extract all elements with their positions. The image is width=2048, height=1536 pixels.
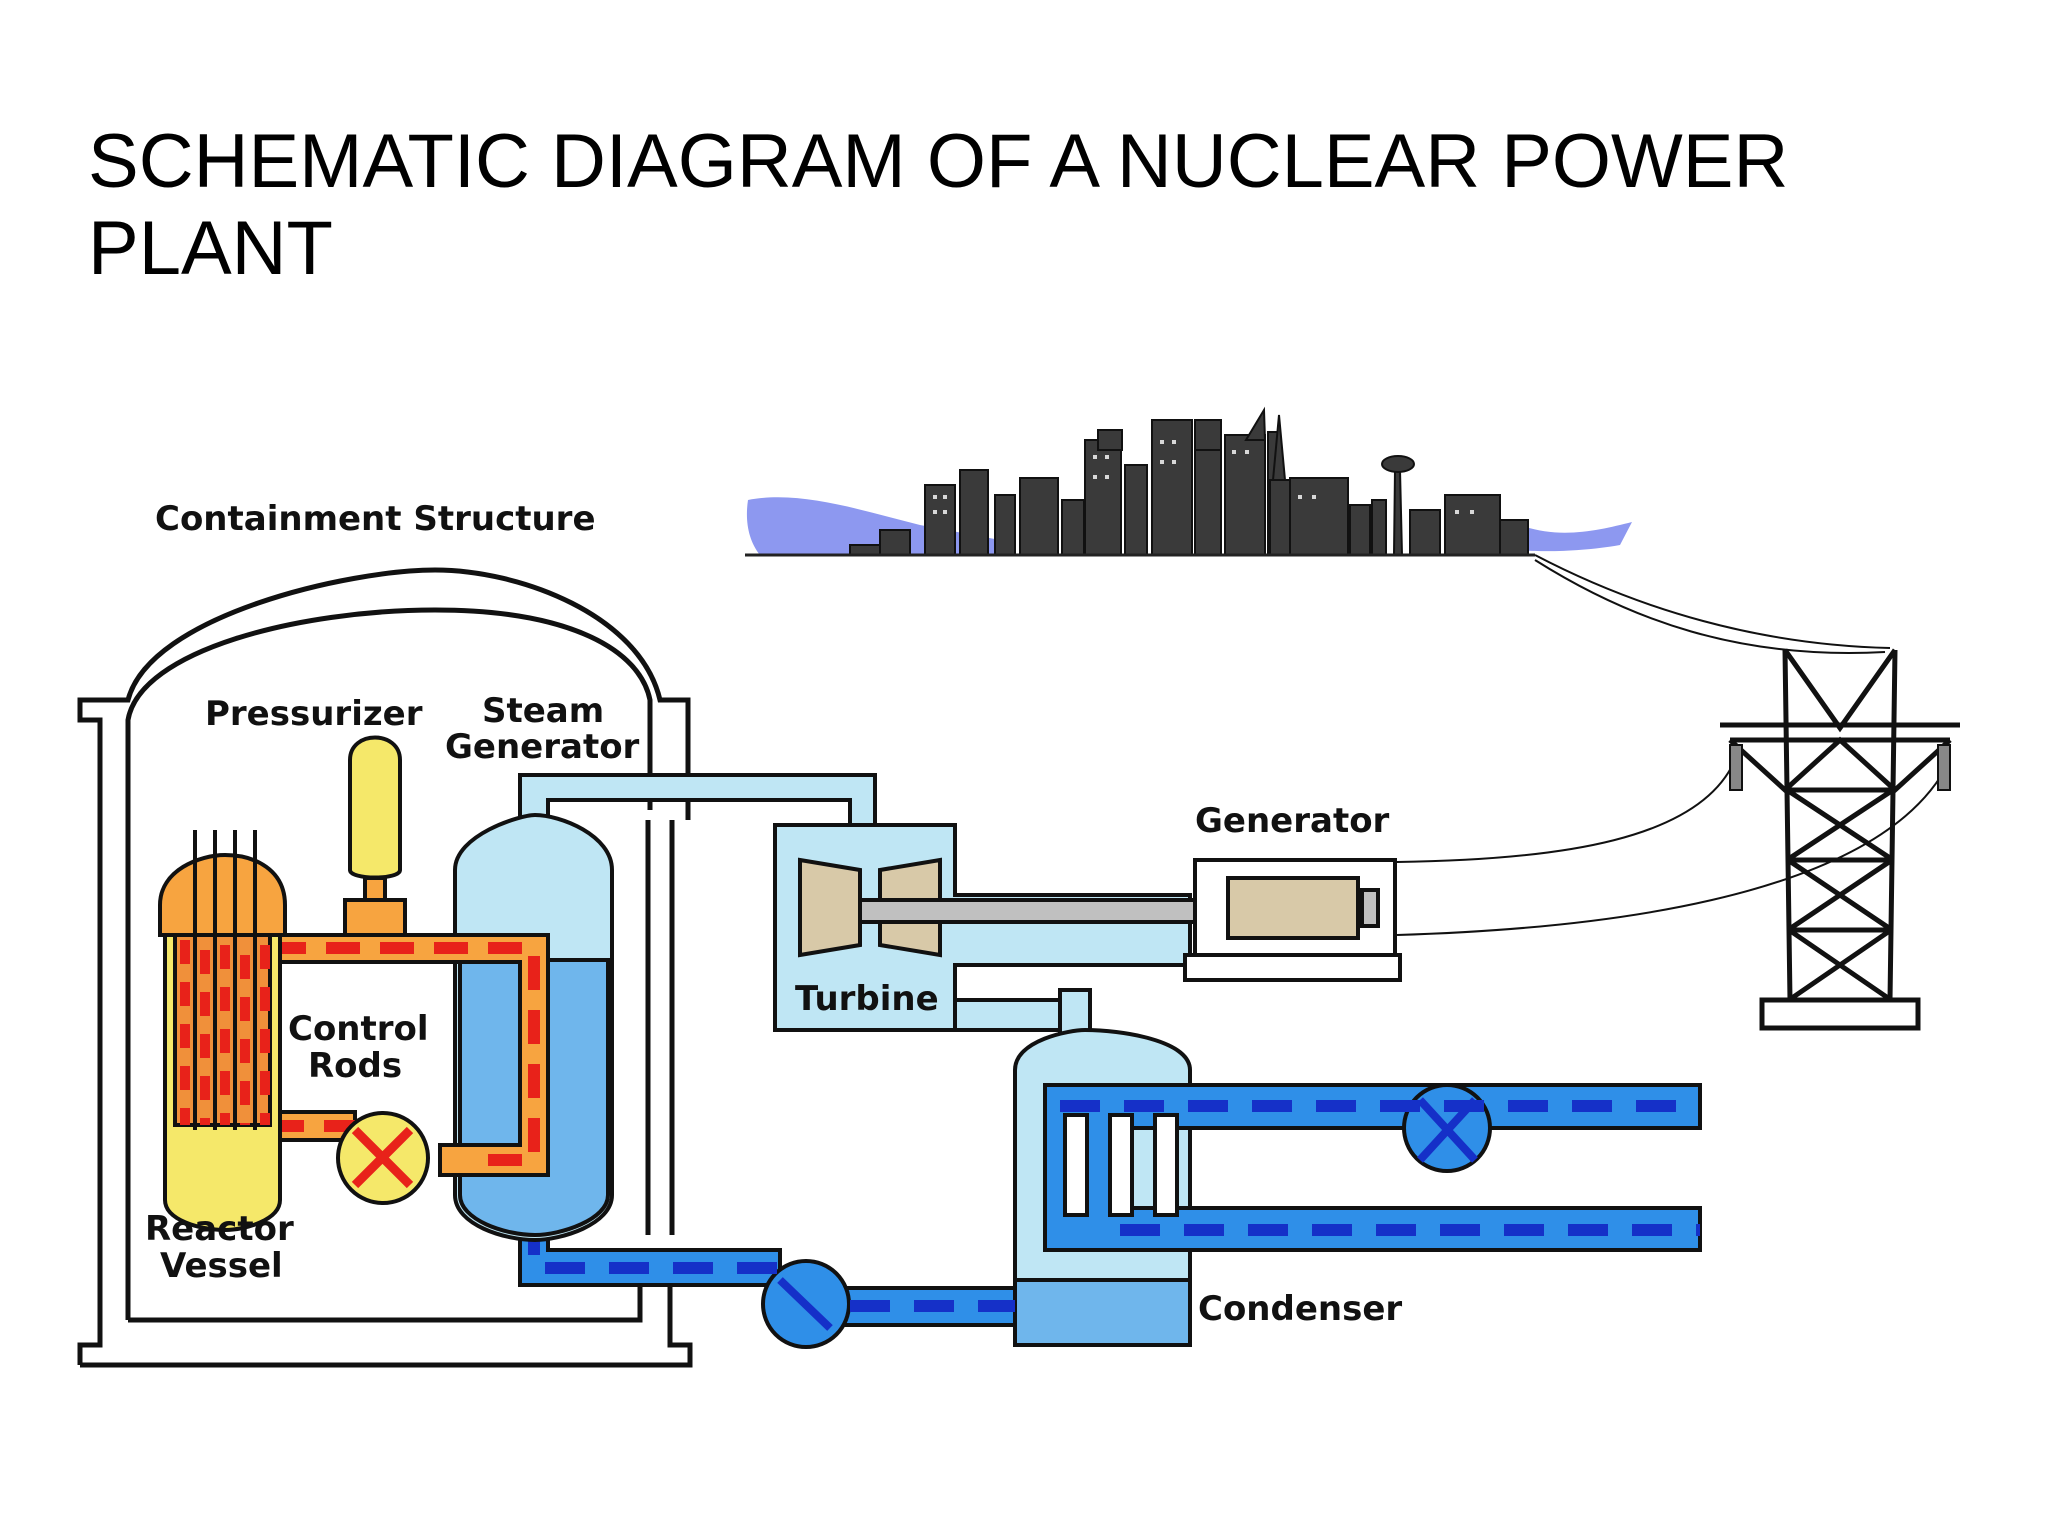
label-control-rods-2: Rods [308,1046,402,1086]
city-skyline-icon [745,406,1632,557]
feedwater-pipe [518,1213,1017,1349]
label-generator: Generator [1195,801,1390,841]
label-reactor-vessel-2: Vessel [160,1246,283,1286]
label-pressurizer: Pressurizer [205,694,423,734]
containment-structure [77,567,693,1368]
primary-loop [258,933,550,1177]
pressurizer [343,735,407,937]
generator [1183,858,1402,982]
label-steam-generator-2: Generator [445,727,640,767]
label-containment-structure: Containment Structure [155,499,596,539]
turbine [773,823,1242,1032]
coolant-flow [1060,1100,1700,1236]
label-reactor-vessel-1: Reactor [145,1209,294,1249]
power-lines [1394,554,1951,936]
labels: Containment Structure Pressurizer Steam … [145,499,1402,1329]
transmission-tower-icon [1720,648,1960,1031]
label-turbine: Turbine [795,979,939,1019]
hills-right [1520,522,1632,552]
label-condenser: Condenser [1198,1289,1402,1329]
control-rods [193,830,257,1130]
label-control-rods-1: Control [288,1009,429,1049]
slide-title: SCHEMATIC DIAGRAM OF A NUCLEAR POWER PLA… [88,119,1789,291]
label-steam-generator-1: Steam [482,691,604,731]
